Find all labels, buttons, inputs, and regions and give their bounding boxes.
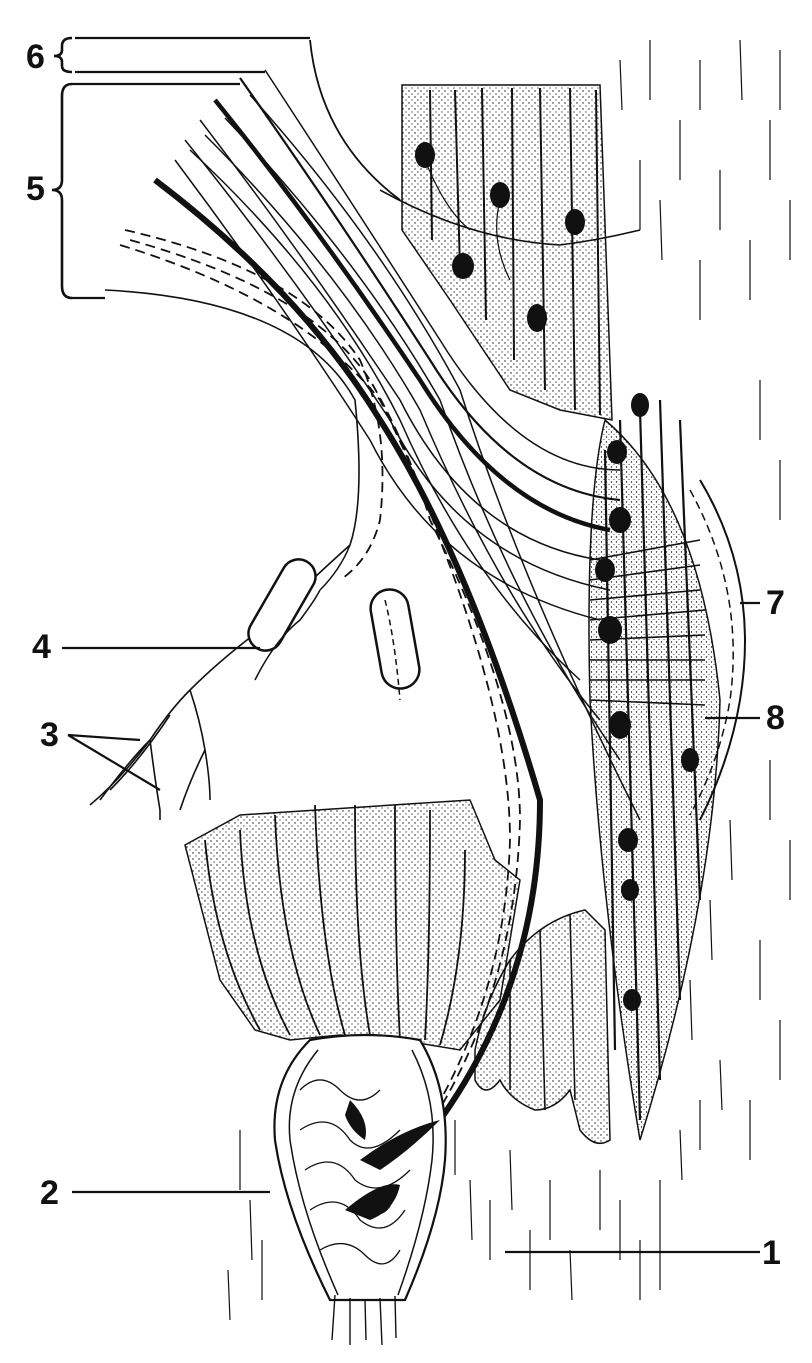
leader-lines bbox=[62, 36, 760, 1254]
brace-5 bbox=[51, 82, 73, 300]
free-nerve-endings bbox=[89, 289, 360, 820]
leader-line-3b bbox=[67, 734, 161, 791]
lamellar-corpuscle bbox=[273, 1033, 447, 1346]
label-8: 8 bbox=[766, 699, 785, 737]
encapsulated-receptor-left bbox=[247, 544, 351, 681]
label-5: 5 bbox=[26, 170, 45, 208]
label-3: 3 bbox=[40, 716, 59, 754]
brace-6 bbox=[53, 36, 73, 74]
label-6: 6 bbox=[26, 38, 45, 76]
upper-muscle-block bbox=[379, 84, 641, 421]
label-4: 4 bbox=[32, 628, 51, 666]
muscle-nuclei bbox=[415, 142, 585, 332]
leader-line-3a bbox=[67, 733, 141, 742]
label-2: 2 bbox=[40, 1174, 59, 1212]
lower-tissue-fan bbox=[184, 799, 611, 1145]
connective-tissue-background bbox=[227, 39, 791, 1321]
label-1: 1 bbox=[762, 1234, 781, 1272]
muscle-spindle bbox=[588, 393, 746, 1141]
motor-end-plates bbox=[595, 393, 699, 1011]
label-7: 7 bbox=[766, 584, 785, 622]
encapsulated-receptor-right bbox=[369, 588, 421, 701]
